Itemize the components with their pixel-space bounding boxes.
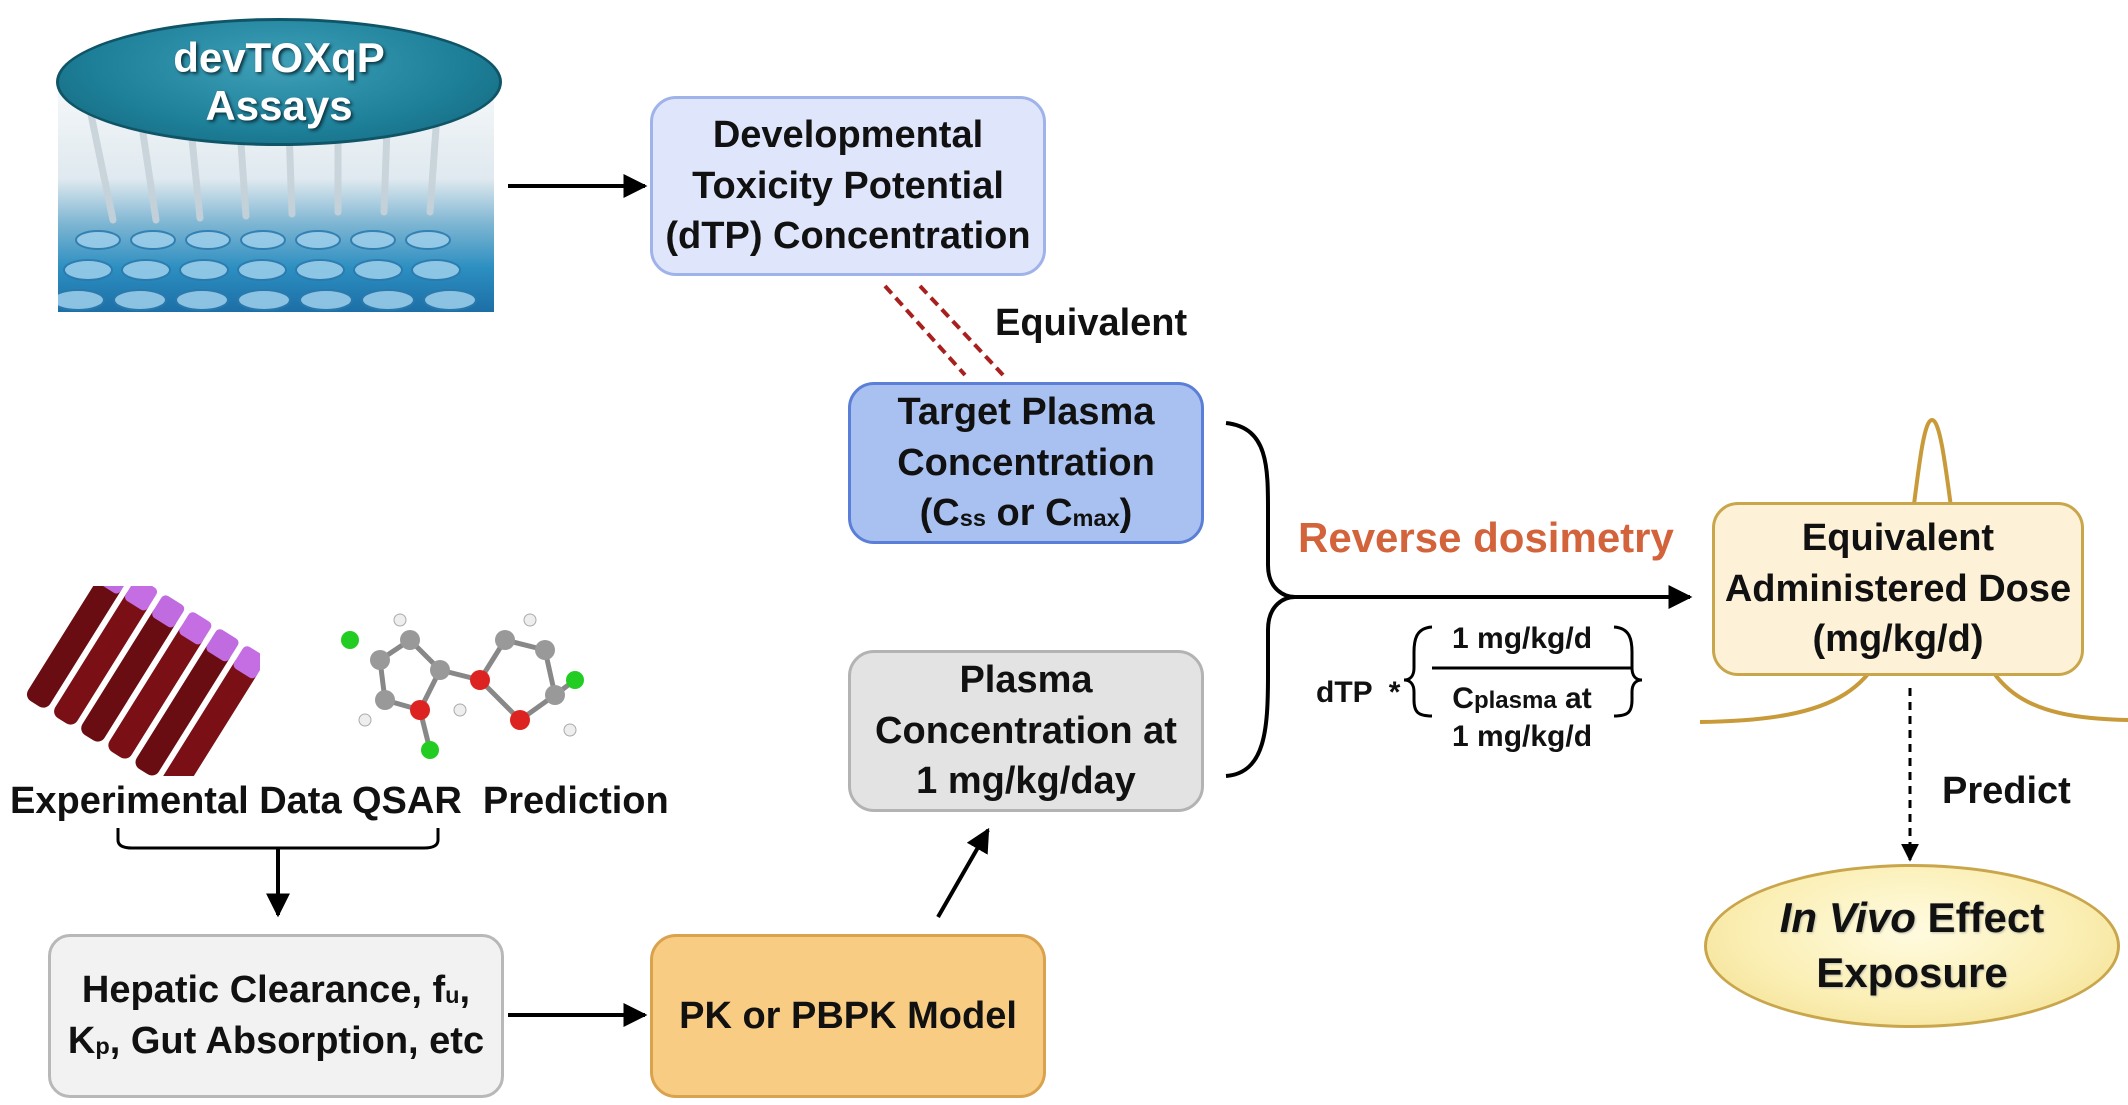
hepatic-clearance-box: Hepatic Clearance, fu, Kp, Gut Absorptio… <box>48 934 504 1098</box>
target-line2: Concentration <box>897 441 1155 484</box>
predict-label: Predict <box>1942 770 2071 812</box>
equivalent-dose-box: Equivalent Administered Dose (mg/kg/d) <box>1712 502 2084 676</box>
assay-badge: devTOXqP Assays <box>56 18 502 146</box>
in-vivo-line2: Exposure <box>1816 949 2008 996</box>
target-l3-open: (C <box>919 492 960 535</box>
hepatic-line2: Kp, Gut Absorption, etc <box>68 1016 484 1067</box>
dtp-line3: (dTP) Concentration <box>665 215 1031 258</box>
pk-label: PK or PBPK Model <box>679 994 1017 1037</box>
assay-line1: devTOXqP <box>173 33 385 81</box>
hepatic-l1-b: , <box>459 969 471 1012</box>
formula-numerator: 1 mg/kg/d <box>1452 622 1593 655</box>
target-line1: Target Plasma <box>897 391 1155 434</box>
target-l3-max: max <box>1072 505 1120 532</box>
plasma-line2: Concentration at <box>875 709 1177 752</box>
formula-den-at: at <box>1556 682 1592 715</box>
in-vivo-ellipse: In Vivo Effect Exposure <box>1704 864 2120 1028</box>
blood-tubes-image <box>20 586 260 776</box>
hepatic-l2-a: K <box>67 1020 96 1062</box>
formula-prefix: dTP * <box>1316 676 1401 709</box>
reverse-dosimetry-label: Reverse dosimetry <box>1298 514 1674 561</box>
target-l3-close: ) <box>1119 492 1133 535</box>
equivalent-dash-1 <box>883 284 967 377</box>
dtp-line2: Toxicity Potential <box>692 164 1004 207</box>
dose-line2: Administered Dose <box>1724 567 2072 610</box>
molecule-image <box>330 600 610 780</box>
hepatic-line1: Hepatic Clearance, fu, <box>82 965 470 1016</box>
reverse-brace <box>1225 421 1296 778</box>
target-line3: (Css or Cmax) <box>920 488 1133 539</box>
formula-den-line2: 1 mg/kg/d <box>1452 719 1593 753</box>
hepatic-l2-sub: p <box>95 1033 110 1060</box>
assay-line2: Assays <box>205 82 353 129</box>
dtp-line1: Developmental <box>712 114 984 157</box>
formula-denominator: Cplasma at 1 mg/kg/d <box>1452 680 1592 755</box>
plasma-line3: 1 mg/kg/day <box>916 760 1136 803</box>
formula-den-sub: plasma <box>1473 687 1557 714</box>
plasma-line1: Plasma <box>959 659 1093 702</box>
arrow-pk-to-plasma <box>936 827 990 918</box>
hepatic-l1-sub: u <box>445 982 460 1009</box>
equivalent-dash-2 <box>918 284 1005 377</box>
dose-line3: (mg/kg/d) <box>1812 618 1984 661</box>
experimental-data-label: Experimental Data <box>10 780 342 822</box>
equivalent-label: Equivalent <box>995 302 1188 344</box>
target-l3-mid: or C <box>985 492 1073 535</box>
in-vivo-italic: In Vivo <box>1779 894 1916 942</box>
in-vivo-line1: In Vivo Effect <box>1780 891 2045 946</box>
formula-den-c: C <box>1452 682 1474 715</box>
plasma-concentration-box: Plasma Concentration at 1 mg/kg/day <box>848 650 1204 812</box>
dtp-concentration-box: Developmental Toxicity Potential (dTP) C… <box>650 96 1046 276</box>
target-l3-ss: ss <box>959 505 986 532</box>
input-bracket <box>116 828 440 850</box>
dose-line1: Equivalent <box>1801 517 1995 560</box>
pk-model-box: PK or PBPK Model <box>650 934 1046 1098</box>
formula-bracket-left <box>1403 625 1433 718</box>
target-plasma-box: Target Plasma Concentration (Css or Cmax… <box>848 382 1204 544</box>
in-vivo-rest: Effect <box>1915 894 2045 942</box>
hepatic-l2-b: , Gut Absorption, etc <box>109 1020 485 1062</box>
formula-bracket-right <box>1613 625 1643 718</box>
hepatic-l1-a: Hepatic Clearance, f <box>81 969 446 1012</box>
qsar-prediction-label: QSAR Prediction <box>352 780 669 822</box>
